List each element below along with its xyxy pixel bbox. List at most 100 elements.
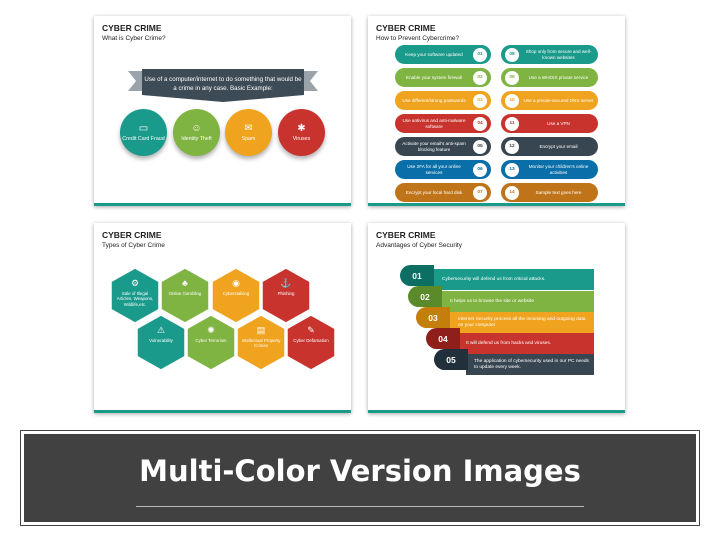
identity-icon: ☺ — [191, 123, 202, 134]
slide-accent-bar — [368, 410, 625, 413]
ribbon-text: Use of a computer/internet to do somethi… — [144, 76, 302, 92]
circle-label: Identity Theft — [181, 136, 212, 142]
hex-online-gambling: ♣ Online Gambling — [160, 267, 210, 324]
tip-number: 01 — [473, 47, 487, 62]
advantage-bar: It helps us to browse the site or websit… — [442, 291, 594, 312]
circle-label: Viruses — [292, 136, 311, 142]
hex-vulnerability: ⚠ Vulnerability — [136, 314, 186, 371]
tip-number: 04 — [473, 116, 487, 131]
slide-accent-bar — [368, 203, 625, 206]
tip-text: Use a VPN — [547, 120, 570, 126]
prevent-tip: Keep your software updated 01 — [395, 45, 491, 64]
slide-thumbnail-what-is-cyber-crime[interactable]: CYBER CRIME What is Cyber Crime? Use of … — [94, 16, 351, 206]
advantage-number: 04 — [426, 328, 460, 349]
circle-credit-card-fraud: ▭ Credit Card Fraud — [120, 109, 167, 156]
slide-thumbnail-advantages-of-cyber-security[interactable]: CYBER CRIME Advantages of Cyber Security… — [368, 223, 625, 413]
circle-label: Credit Card Fraud — [122, 136, 165, 142]
tip-text: Use a WHOIS private service — [528, 74, 589, 80]
advantage-text: It helps us to browse the site or websit… — [450, 298, 534, 304]
slide-thumbnail-prevent-cybercrime[interactable]: CYBER CRIME How to Prevent Cybercrime? K… — [368, 16, 625, 206]
slide-title: CYBER CRIME — [102, 230, 162, 240]
hex-label: Intellectual Property Crimes — [241, 338, 281, 349]
tip-text: Use 2FA for all your online services — [407, 164, 461, 175]
advantage-text: It will defend us from hacks and viruses… — [466, 340, 552, 346]
hex-icon: ◉ — [232, 278, 240, 288]
tip-text: Monitor your children's online activitie… — [528, 164, 589, 175]
advantage-bar: Cybersecurity will defend us from critic… — [434, 269, 594, 290]
tip-number: 10 — [505, 93, 519, 108]
tip-number: 02 — [473, 70, 487, 85]
tip-text: Encrypt your email — [539, 143, 578, 149]
slide-subtitle: What is Cyber Crime? — [102, 35, 166, 42]
slide-title: CYBER CRIME — [376, 23, 436, 33]
prevent-tip: Encrypt your local hard disk 07 — [395, 183, 491, 202]
tip-text: Activate your email's anti-spam blocking… — [402, 141, 466, 152]
prevent-tip: 12 Encrypt your email — [501, 137, 598, 156]
tip-number: 07 — [473, 185, 487, 200]
hex-cyber-defamation: ✎ Cyber Defamation — [286, 314, 336, 371]
hex-label: Phishing — [277, 291, 295, 296]
banner-divider — [136, 506, 584, 507]
slide-title: CYBER CRIME — [376, 230, 436, 240]
prevent-tip: Enable your system firewall 02 — [395, 68, 491, 87]
tip-number: 05 — [473, 139, 487, 154]
slide-accent-bar — [94, 410, 351, 413]
advantage-text: Cybersecurity will defend us from critic… — [442, 276, 546, 282]
advantage-text: Internet Security process all the incomi… — [458, 316, 586, 328]
prevent-tip: 10 Use a private-secured DNS server — [501, 91, 598, 110]
virus-icon: ✱ — [297, 123, 306, 134]
hex-icon: ⚠ — [156, 325, 166, 335]
advantage-bar: Internet Security process all the incomi… — [450, 312, 594, 333]
tip-text: Sample text goes here — [535, 189, 582, 195]
tip-number: 13 — [505, 162, 519, 177]
hex-cyberstalking: ◉ Cyberstalking — [211, 267, 261, 324]
prevent-tip: 08 Shop only from secure and well-known … — [501, 45, 598, 64]
slide-thumbnail-types-of-cyber-crime[interactable]: CYBER CRIME Types of Cyber Crime ⚙ Sale … — [94, 223, 351, 413]
circle-viruses: ✱ Viruses — [278, 109, 325, 156]
tip-text: Keep your software updated — [405, 51, 463, 57]
tip-number: 12 — [505, 139, 519, 154]
prevent-tip: 09 Use a WHOIS private service — [501, 68, 598, 87]
hex-label: Vulnerability — [149, 338, 173, 343]
tip-text: Shop only from secure and well-known web… — [525, 49, 592, 60]
tip-text: Encrypt your local hard disk — [405, 189, 463, 195]
tip-text: Use a private-secured DNS server — [523, 97, 594, 103]
circle-label: Spam — [241, 136, 256, 142]
tip-number: 14 — [505, 185, 519, 200]
hex-phishing: ⚓ Phishing — [261, 267, 311, 324]
tip-number: 03 — [473, 93, 487, 108]
slide-subtitle: How to Prevent Cybercrime? — [376, 35, 460, 42]
banner-frame — [20, 430, 700, 526]
credit-card-icon: ▭ — [138, 123, 149, 134]
tip-number: 08 — [505, 47, 519, 62]
ribbon-banner — [128, 69, 318, 102]
advantage-number: 02 — [408, 286, 442, 307]
prevent-tip: Use 2FA for all your online services 06 — [395, 160, 491, 179]
spam-icon: ✉ — [244, 123, 253, 134]
prevent-tip: 11 Use a VPN — [501, 114, 598, 133]
tip-number: 11 — [505, 116, 519, 131]
prevent-tip: Activate your email's anti-spam blocking… — [395, 137, 491, 156]
prevent-tip: 14 Sample text goes here — [501, 183, 598, 202]
prevent-tip: Use antivirus and anti-malware software … — [395, 114, 491, 133]
slide-subtitle: Advantages of Cyber Security — [376, 242, 462, 249]
hex-icon: ✺ — [207, 325, 215, 335]
hex-intellectual-property-crimes: ▤ Intellectual Property Crimes — [236, 314, 286, 371]
tip-number: 09 — [505, 70, 519, 85]
advantage-number: 03 — [416, 307, 450, 328]
hex-icon: ✎ — [307, 325, 315, 335]
hex-icon: ⚙ — [130, 278, 140, 288]
hex-label: Cyber Defamation — [293, 338, 329, 343]
hex-icon: ⚓ — [280, 278, 292, 288]
slide-accent-bar — [94, 203, 351, 206]
hex-label: Cyber Terrorism — [195, 338, 227, 343]
hex-label: Online Gambling — [168, 291, 202, 296]
hex-label: Cyberstalking — [222, 291, 250, 296]
tip-text: Use antivirus and anti-malware software — [402, 118, 466, 129]
banner-title: Multi-Color Version Images — [139, 454, 581, 488]
hex-sale-of-illegal-articles: ⚙ Sale of Illegal Articles, Weapons, Wil… — [110, 267, 160, 324]
circle-spam: ✉ Spam — [225, 109, 272, 156]
hex-icon: ♣ — [182, 278, 188, 288]
tip-text: Enable your system firewall — [406, 74, 462, 80]
slide-subtitle: Types of Cyber Crime — [102, 242, 165, 249]
